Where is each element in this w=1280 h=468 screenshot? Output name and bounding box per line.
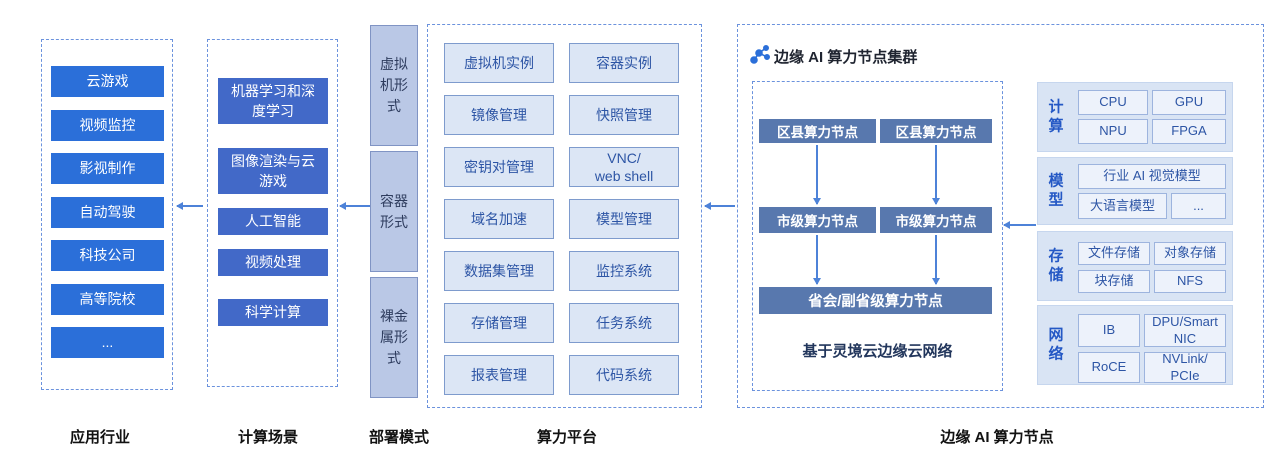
platform-item: 模型管理 xyxy=(569,199,679,239)
hardware-label: 网络 xyxy=(1048,326,1064,362)
network-cluster-icon xyxy=(749,44,771,66)
network-note: 基于灵境云边缘云网络 xyxy=(802,343,953,360)
hardware-item: DPU/Smart NIC xyxy=(1144,314,1226,347)
platform-item: 密钥对管理 xyxy=(444,147,554,187)
platform-item: 快照管理 xyxy=(569,95,679,135)
hardware-item: NFS xyxy=(1154,270,1226,293)
section-label-industries: 应用行业 xyxy=(69,429,131,446)
industry-item: 云游戏 xyxy=(51,66,164,97)
platform-item: 容器实例 xyxy=(569,43,679,83)
hardware-item: FPGA xyxy=(1152,119,1226,144)
hardware-item: 文件存储 xyxy=(1078,242,1150,265)
arrow-county-to-city xyxy=(932,145,940,205)
hardware-panel-compute: 计算 CPU GPU NPU FPGA xyxy=(1037,82,1233,152)
platform-item: 镜像管理 xyxy=(444,95,554,135)
scenario-item: 视频处理 xyxy=(218,249,328,276)
provincial-node: 省会/副省级算力节点 xyxy=(759,287,992,314)
industry-item: 科技公司 xyxy=(51,240,164,271)
arrow-city-to-provincial xyxy=(932,235,940,285)
scenario-item: 人工智能 xyxy=(218,208,328,235)
platform-item: 域名加速 xyxy=(444,199,554,239)
arrow-deployment-to-scenarios xyxy=(339,202,370,210)
arrow-hardware-to-cluster xyxy=(1003,221,1036,229)
platform-item: 任务系统 xyxy=(569,303,679,343)
hardware-item: 块存储 xyxy=(1078,270,1150,293)
cluster-title: 边缘 AI 算力节点集群 xyxy=(774,49,918,66)
hardware-item: 行业 AI 视觉模型 xyxy=(1078,164,1226,189)
county-node: 区县算力节点 xyxy=(880,119,992,143)
city-node: 市级算力节点 xyxy=(759,207,876,233)
section-label-deployment: 部署模式 xyxy=(368,429,430,446)
deployment-mode-baremetal: 裸金属形式 xyxy=(370,277,418,398)
hardware-panel-storage: 存储 文件存储 对象存储 块存储 NFS xyxy=(1037,231,1233,301)
industry-item-more: ... xyxy=(51,327,164,358)
industry-item: 高等院校 xyxy=(51,284,164,315)
hardware-label: 存储 xyxy=(1048,247,1064,283)
hardware-item: 大语言模型 xyxy=(1078,193,1167,219)
platform-item: 数据集管理 xyxy=(444,251,554,291)
hardware-item: RoCE xyxy=(1078,352,1140,383)
county-node: 区县算力节点 xyxy=(759,119,876,143)
scenario-item: 科学计算 xyxy=(218,299,328,326)
hardware-item: NPU xyxy=(1078,119,1148,144)
scenario-item: 图像渲染与云游戏 xyxy=(218,148,328,194)
scenario-item: 机器学习和深度学习 xyxy=(218,78,328,124)
section-label-scenarios: 计算场景 xyxy=(237,429,299,446)
hardware-item: IB xyxy=(1078,314,1140,347)
hardware-panel-models: 模型 行业 AI 视觉模型 大语言模型 ... xyxy=(1037,157,1233,225)
hardware-label: 模型 xyxy=(1048,172,1064,208)
platform-item: VNC/ web shell xyxy=(569,147,679,187)
platform-item: 代码系统 xyxy=(569,355,679,395)
city-node: 市级算力节点 xyxy=(880,207,992,233)
hardware-item: GPU xyxy=(1152,90,1226,115)
industry-item: 影视制作 xyxy=(51,153,164,184)
deployment-mode-container: 容器形式 xyxy=(370,151,418,272)
hardware-label: 计算 xyxy=(1048,98,1064,134)
section-label-platform: 算力平台 xyxy=(536,429,598,446)
arrow-scenarios-to-industries xyxy=(176,202,203,210)
hardware-item: NVLink/ PCIe xyxy=(1144,351,1226,383)
hardware-item: 对象存储 xyxy=(1154,242,1226,265)
hardware-panel-network: 网络 IB DPU/Smart NIC RoCE NVLink/ PCIe xyxy=(1037,305,1233,385)
cluster-box: 区县算力节点 区县算力节点 市级算力节点 市级算力节点 省会/副省级算力节点 基… xyxy=(752,81,1003,391)
arrow-county-to-city xyxy=(813,145,821,205)
platform-item: 监控系统 xyxy=(569,251,679,291)
arrow-edge-to-platform xyxy=(704,202,735,210)
platform-item: 虚拟机实例 xyxy=(444,43,554,83)
hardware-item-more: ... xyxy=(1171,193,1226,219)
section-label-edge: 边缘 AI 算力节点 xyxy=(940,429,1054,446)
platform-item: 报表管理 xyxy=(444,355,554,395)
arrow-city-to-provincial xyxy=(813,235,821,285)
industry-item: 自动驾驶 xyxy=(51,197,164,228)
industries-group: 云游戏 视频监控 影视制作 自动驾驶 科技公司 高等院校 ... xyxy=(41,39,173,390)
platform-item: 存储管理 xyxy=(444,303,554,343)
platform-group: 虚拟机实例 容器实例 镜像管理 快照管理 密钥对管理 VNC/ web shel… xyxy=(427,24,702,408)
hardware-item: CPU xyxy=(1078,90,1148,115)
deployment-mode-vm: 虚拟机形式 xyxy=(370,25,418,146)
scenarios-group: 机器学习和深度学习 图像渲染与云游戏 人工智能 视频处理 科学计算 xyxy=(207,39,338,387)
industry-item: 视频监控 xyxy=(51,110,164,141)
